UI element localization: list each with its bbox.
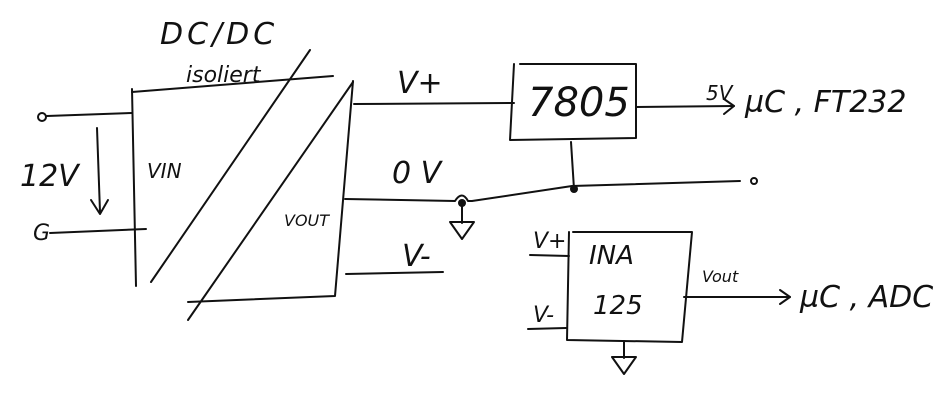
zero-volt-rail-end (750, 177, 758, 185)
vout-label: VOUT (284, 211, 330, 230)
amplifier-output-arrow (779, 289, 791, 305)
input-wire-bottom (49, 228, 147, 234)
vminus-label: V- (402, 239, 431, 274)
vplus-rail (353, 102, 515, 105)
input-voltage-label: 12V (20, 159, 81, 194)
converter-top-line (131, 75, 334, 93)
amplifier-box (566, 231, 693, 343)
vin-label: VIN (147, 159, 182, 183)
amplifier-label-line2: 125 (593, 291, 643, 321)
regulator-ground-lead (570, 141, 575, 190)
amplifier-input-plus-wire (529, 254, 570, 257)
amplifier-input-plus-label: V+ (533, 229, 566, 254)
vplus-label: V+ (397, 66, 443, 101)
voltage-arrow-shaft (96, 127, 101, 213)
vminus-rail (345, 271, 444, 275)
regulator-ground-dot (570, 185, 578, 193)
regulator-output-wire (635, 105, 735, 108)
converter-right-box (187, 80, 354, 303)
ground-symbol (449, 221, 475, 240)
converter-left-box (131, 88, 137, 287)
zero-volt-label: 0 V (392, 156, 444, 191)
regulator-output-voltage: 5V (706, 81, 734, 105)
input-terminal-top (37, 112, 47, 122)
amplifier-label-line1: INA (589, 241, 634, 271)
converter-title: DC/DC (160, 17, 278, 52)
voltage-arrow-head (90, 199, 109, 215)
regulator-destination: µC , FT232 (744, 85, 906, 120)
isolation-diagonal-1 (150, 49, 311, 283)
amplifier-destination: µC , ADC (799, 280, 933, 315)
zero-volt-rail (344, 180, 741, 202)
regulator-output-arrow (723, 98, 735, 115)
regulator-label: 7805 (528, 80, 630, 126)
amplifier-input-minus-label: V- (533, 303, 554, 328)
input-wire-top (46, 112, 133, 117)
amplifier-output-label: Vout (702, 267, 739, 286)
isolation-diagonal-2 (187, 81, 354, 321)
regulator-box (509, 63, 637, 141)
input-terminal-bottom-label: G (33, 221, 50, 246)
amplifier-ground-symbol (611, 356, 637, 375)
amplifier-input-minus-wire (527, 327, 567, 330)
